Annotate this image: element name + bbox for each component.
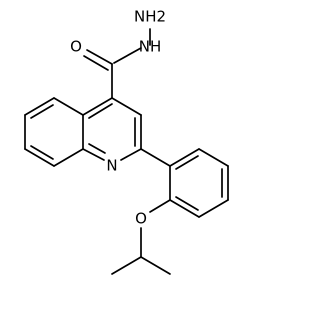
bond-phenyl-b-c [198,148,229,167]
bond-c4-c3 [111,97,142,116]
bond-c5-c6 [24,97,55,116]
bond-c7-c8-inner [30,145,54,160]
bond-c4a-c4 [82,97,113,116]
bond-c4a-c4-inner [88,103,113,119]
bond-carbonyl-double-2 [83,55,109,71]
bond-c8-c8a [53,148,84,167]
bond-c5-c6-inner [30,104,54,119]
bond-phenyl-ether-o [149,199,171,213]
bond-c2-n1 [120,148,142,161]
bond-nh-carbonyl-carbon [113,47,142,64]
bond-c2-phenyl [140,148,171,167]
bond-c4a-c5 [53,97,84,116]
nh2-label: NH2 [134,8,166,26]
bond-n1-c8a [82,148,105,161]
bond-carbonyl-double-1 [86,49,113,65]
bond-ch-methyl-right [140,256,171,275]
bond-ch-methyl-left [111,256,142,275]
carbonyl-oxygen-label: O [70,38,82,56]
bond-phenyl-e-f-inner [175,196,199,211]
molecule-structure-diagram: NH2 NH O N O [24,8,229,275]
bond-phenyl-e-f [169,199,200,218]
atom-labels: NH2 NH O N O [70,8,166,228]
nh-label: NH [139,38,162,56]
bond-c7-c8 [24,148,55,167]
bond-n1-c8a-inner [88,143,106,154]
bond-phenyl-a-b-inner [175,155,199,170]
quinoline-nitrogen-label: N [106,157,117,175]
bond-lines [24,28,229,275]
bond-phenyl-a-b [169,148,200,167]
bond-phenyl-d-e [198,199,229,218]
ether-oxygen-label: O [135,210,147,228]
